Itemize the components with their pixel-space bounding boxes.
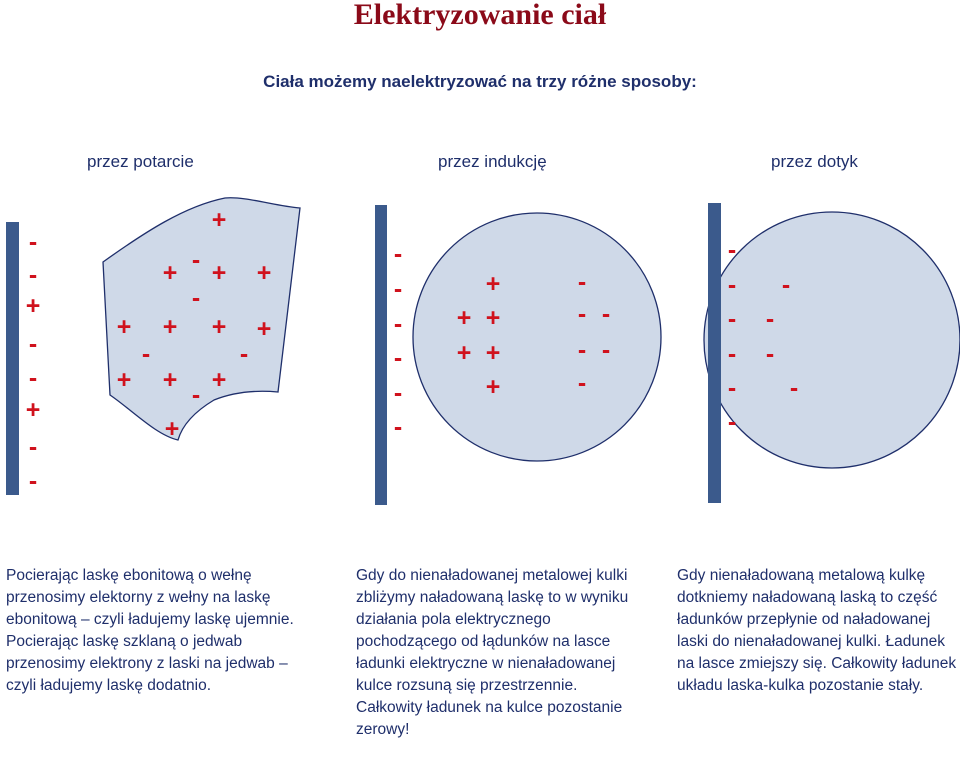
minus-charge: -	[728, 271, 736, 299]
minus-charge: -	[29, 330, 37, 358]
sphere-contact	[703, 211, 960, 469]
ebonite-rod	[6, 222, 19, 495]
minus-charge: -	[728, 408, 736, 436]
minus-charge: -	[29, 261, 37, 289]
plus-charge: +	[117, 313, 132, 341]
minus-charge: -	[192, 246, 200, 274]
plus-charge: +	[486, 270, 501, 298]
minus-charge: -	[766, 340, 774, 368]
minus-charge: -	[728, 236, 736, 264]
minus-charge: -	[192, 284, 200, 312]
minus-charge: -	[578, 300, 586, 328]
minus-charge: -	[394, 344, 402, 372]
charged-rod-contact	[708, 203, 721, 503]
plus-charge: +	[26, 292, 41, 320]
plus-charge: +	[163, 313, 178, 341]
plus-charge: +	[212, 259, 227, 287]
minus-charge: -	[602, 300, 610, 328]
plus-charge: +	[163, 366, 178, 394]
minus-charge: -	[142, 340, 150, 368]
minus-charge: -	[394, 240, 402, 268]
plus-charge: +	[117, 366, 132, 394]
plus-charge: +	[257, 259, 272, 287]
plus-charge: +	[486, 339, 501, 367]
minus-charge: -	[192, 381, 200, 409]
minus-charge: -	[240, 340, 248, 368]
plus-charge: +	[212, 206, 227, 234]
plus-charge: +	[486, 373, 501, 401]
plus-charge: +	[257, 315, 272, 343]
minus-charge: -	[29, 364, 37, 392]
minus-charge: -	[394, 310, 402, 338]
minus-charge: -	[578, 268, 586, 296]
plus-charge: +	[486, 304, 501, 332]
method-label-rubbing: przez potarcie	[87, 152, 194, 171]
minus-charge: -	[728, 305, 736, 333]
description-contact: Gdy nienaładowaną metalową kulkę dotknie…	[677, 567, 957, 694]
plus-charge: +	[163, 259, 178, 287]
plus-charge: +	[165, 415, 180, 443]
plus-charge: +	[457, 339, 472, 367]
minus-charge: -	[578, 336, 586, 364]
minus-charge: -	[578, 369, 586, 397]
charged-rod-induction	[375, 205, 387, 505]
minus-charge: -	[728, 374, 736, 402]
minus-charge: -	[29, 467, 37, 495]
method-label-contact: przez dotyk	[771, 152, 858, 171]
minus-charge: -	[766, 305, 774, 333]
page-subtitle: Ciała możemy naelektryzować na trzy różn…	[263, 72, 697, 91]
minus-charge: -	[394, 275, 402, 303]
minus-charge: -	[602, 336, 610, 364]
plus-charge: +	[26, 396, 41, 424]
description-induction: Gdy do nienaładowanej metalowej kulki zb…	[356, 567, 629, 738]
plus-charge: +	[457, 304, 472, 332]
page-title: Elektryzowanie ciał	[353, 0, 607, 31]
neutral-sphere-induction	[412, 212, 662, 462]
wool-cloth	[102, 197, 301, 441]
contact-charges: ----------	[728, 236, 798, 436]
plus-charge: +	[212, 366, 227, 394]
minus-charge: -	[394, 413, 402, 441]
method-label-induction: przez indukcję	[438, 152, 547, 171]
minus-charge: -	[394, 379, 402, 407]
rubbing-charges: --+--+--++-++-++++--+++-+	[26, 206, 272, 495]
minus-charge: -	[728, 340, 736, 368]
minus-charge: -	[790, 374, 798, 402]
minus-charge: -	[29, 228, 37, 256]
induction-charges: ------++++++------	[394, 240, 610, 441]
description-rubbing: Pocierając laskę ebonitową o wełnę przen…	[6, 567, 294, 694]
minus-charge: -	[782, 271, 790, 299]
plus-charge: +	[212, 313, 227, 341]
minus-charge: -	[29, 433, 37, 461]
